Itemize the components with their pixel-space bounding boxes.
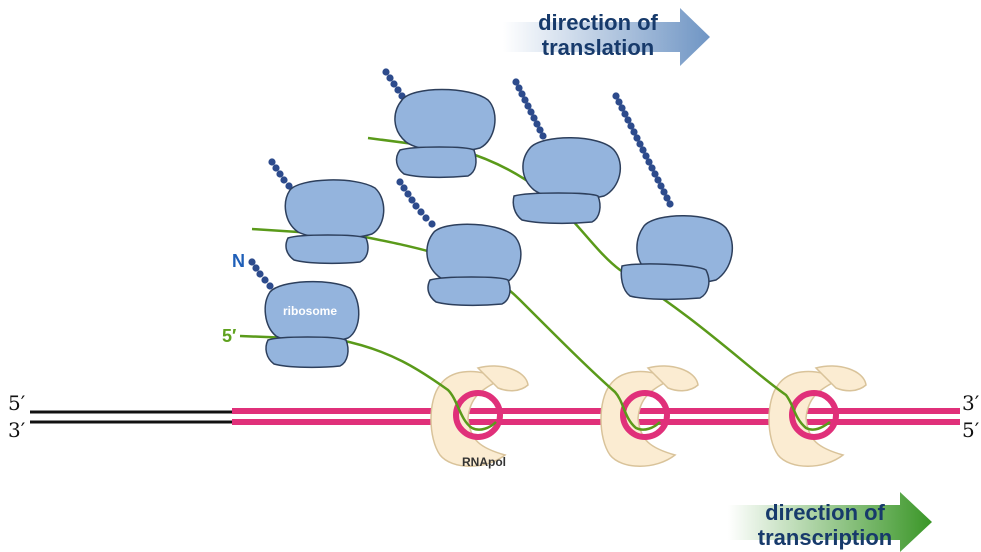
peptide-chain-1 (248, 258, 274, 290)
dna-right-top-label: 3′ (962, 391, 980, 415)
ribosome-6 (620, 215, 734, 301)
ribosome-4 (394, 88, 496, 179)
ribosome-large-subunit (284, 179, 385, 240)
rna-polymerase-body (600, 370, 677, 467)
rna-polymerase-upper-lobe (476, 365, 529, 392)
n-terminus-label: N (232, 251, 245, 271)
transcription-bubble (620, 390, 670, 440)
ribosome-small-subunit (395, 146, 477, 179)
transcription-arrow-shape (728, 492, 932, 552)
translation-arrow-line2: translation (542, 35, 654, 60)
ribosomes (264, 88, 734, 369)
ribosome-small-subunit (427, 276, 511, 307)
dna-left-bottom-label: 3′ (8, 418, 26, 442)
translation-arrow-line1: direction of (538, 10, 658, 35)
rna-polymerase-body (430, 370, 507, 467)
transcription-arrow-line2: transcription (758, 525, 892, 550)
dna-transcribed-region (232, 408, 960, 414)
rna-polymerase-3 (768, 365, 867, 467)
rna-polymerase-upper-lobe (646, 365, 699, 392)
mrna-5prime-label: 5′ (222, 326, 236, 346)
peptide-chain-3 (396, 178, 436, 228)
peptide-chain-6 (612, 92, 674, 208)
ribosome-large-subunit (522, 137, 622, 201)
rna-polymerase-1 (430, 365, 529, 467)
ribosome-1 (264, 280, 360, 369)
dna-double-strand (30, 408, 960, 425)
ribosome-small-subunit (285, 234, 369, 265)
ribosome-small-subunit (265, 336, 349, 369)
ribosome-small-subunit (512, 192, 601, 225)
ribosome-small-subunit (620, 263, 710, 301)
transcription-bubble (453, 390, 503, 440)
dna-right-bottom-label: 5′ (962, 418, 980, 442)
ribosome-2 (284, 179, 385, 265)
ribosome-large-subunit (264, 280, 360, 344)
ribosome-large-subunit (394, 88, 496, 153)
peptide-chains (248, 68, 674, 290)
peptide-chain-5 (512, 78, 547, 140)
ribosome-label: ribosome (283, 304, 337, 318)
rna-polymerase-label: RNApol (462, 455, 506, 469)
dna-transcribed-region-lower (232, 419, 960, 425)
transcription-arrow-line1: direction of (765, 500, 885, 525)
ribosome-3 (426, 223, 522, 307)
transcription-bubble (789, 390, 839, 440)
rna-polymerase-body (768, 370, 845, 467)
rna-polymerase-upper-lobe (814, 365, 867, 392)
transcription-direction-arrow: direction of transcription (728, 492, 932, 552)
mrna-strand-1 (239, 334, 497, 431)
rna-polymerase-2 (600, 365, 699, 467)
dna-left-top-label: 5′ (8, 391, 26, 415)
ribosome-5 (512, 137, 622, 225)
translation-arrow-shape (503, 8, 710, 66)
translation-direction-arrow: direction of translation (503, 8, 710, 66)
